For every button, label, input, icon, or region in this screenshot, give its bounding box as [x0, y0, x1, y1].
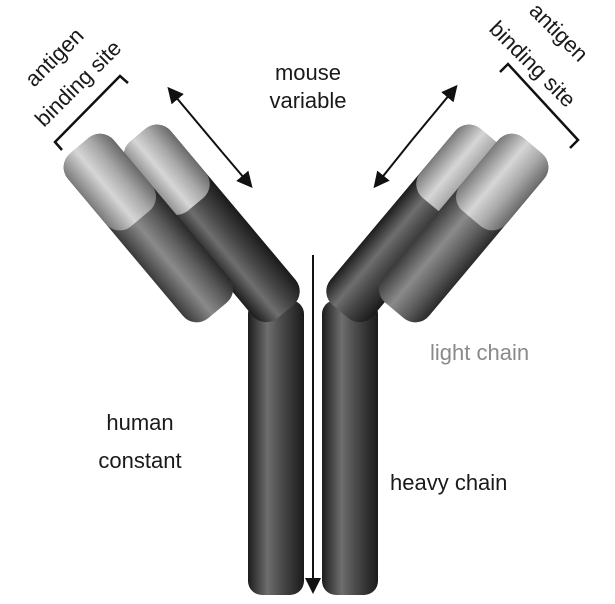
label-constant: constant — [98, 448, 181, 473]
mouse-variable-arrow-right-up — [412, 88, 455, 140]
mouse-variable-arrow-right-down — [376, 140, 412, 185]
label-mouse: mouse — [275, 60, 341, 85]
mouse-variable-arrow-left-down — [222, 152, 250, 185]
label-variable: variable — [269, 88, 346, 113]
label-human: human — [106, 410, 173, 435]
label-light-chain: light chain — [430, 340, 529, 365]
label-heavy-chain: heavy chain — [390, 470, 507, 495]
